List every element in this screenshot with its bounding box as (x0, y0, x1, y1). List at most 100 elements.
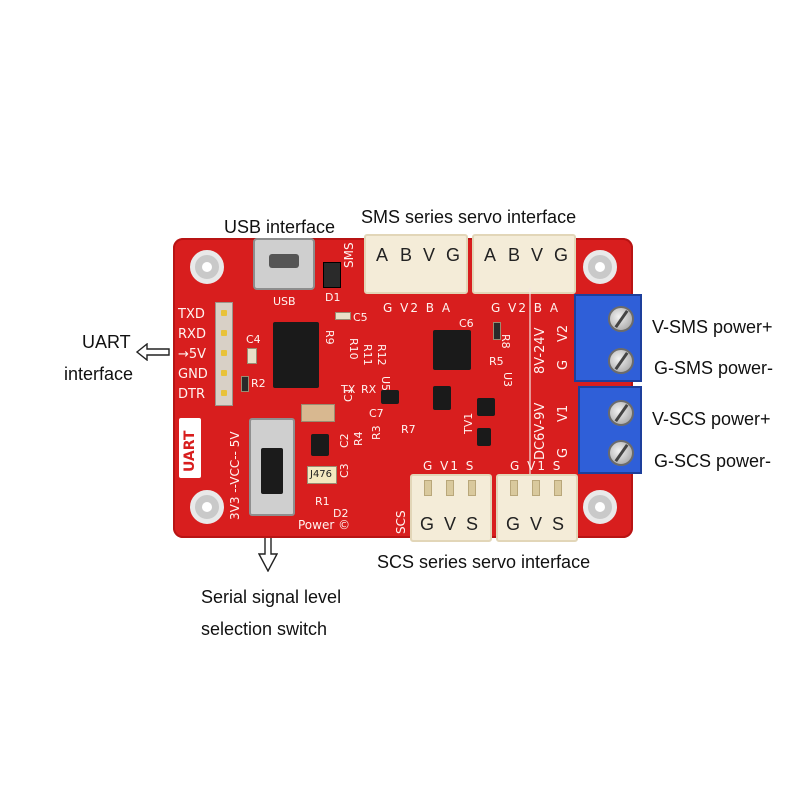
silk-r2: R2 (251, 377, 266, 390)
tvs-diode (477, 428, 491, 446)
scs-connector-1-pin-g: G (420, 514, 435, 534)
pcb-board: USB D1 A B V G A B V G SMS G V2 B A G V2… (173, 234, 633, 542)
silk-rx: RX (361, 383, 377, 396)
silk-r12: R12 (375, 344, 388, 366)
sms-connector-2-pin-v: V (531, 245, 544, 265)
sms-connector-1-pin-g: G (446, 245, 461, 265)
silk-r8: R8 (499, 334, 512, 349)
silk-c1: C1 (342, 387, 355, 402)
scs-connector-1[interactable]: G V S (410, 474, 492, 542)
silk-r7: R7 (401, 423, 416, 436)
silk-c6: C6 (459, 317, 474, 330)
silk-u3: U3 (501, 372, 514, 388)
silk-sms: SMS (342, 242, 356, 268)
silk-uart-dtr: DTR (178, 387, 205, 402)
silk-cap-code: J476 (310, 469, 333, 480)
silk-power: Power © (298, 518, 351, 532)
silk-r9: R9 (323, 330, 336, 345)
resistor-r8 (493, 322, 501, 340)
silk-d1: D1 (325, 291, 341, 304)
transistor-u-mid (433, 386, 451, 410)
silk-r10: R10 (347, 338, 360, 360)
sms-servo-interface-label: SMS series servo interface (361, 207, 577, 227)
switch-knob[interactable] (261, 448, 283, 494)
sms-connector-2[interactable]: A B V G (472, 234, 576, 294)
scs-connector-2-pin-v: V (530, 514, 543, 534)
silk-tx: TX (341, 383, 356, 396)
v-scs-power-label: V-SCS power+ (652, 409, 771, 429)
usb-serial-ic (273, 322, 319, 388)
silk-d2: D2 (333, 507, 349, 520)
silk-r11: R11 (361, 344, 374, 366)
silk-v1: V1 (556, 404, 571, 422)
transistor-u-left (381, 390, 399, 404)
sms-connector-1-pin-a: A (376, 245, 389, 265)
v-sms-power-label: V-SMS power+ (652, 317, 773, 337)
silk-scs-pins-row2: G V1 S (510, 459, 563, 473)
uart-arrow-icon (136, 343, 170, 361)
g-scs-power-label: G-SCS power- (654, 451, 772, 471)
silk-c3: C3 (338, 463, 351, 478)
silk-scs-pins-row1: G V1 S (423, 459, 476, 473)
mounting-hole-top-left (190, 250, 224, 284)
usb-interface-label: USB interface (224, 217, 336, 237)
scs-connector-1-pin-s: S (466, 514, 479, 534)
g-sms-power-label: G-SMS power- (654, 358, 774, 378)
silk-uart-gnd: GND (178, 367, 208, 382)
level-selection-switch[interactable] (249, 418, 295, 516)
scs-connector-2[interactable]: G V S (496, 474, 578, 542)
silk-v2: V2 (556, 324, 571, 342)
silk-c7: C7 (369, 407, 384, 420)
mounting-hole-bottom-right (583, 490, 617, 524)
servo-driver-ic (433, 330, 471, 370)
silk-tv1: TV1 (462, 412, 475, 434)
silk-g-bottom: G (556, 447, 571, 458)
silk-uart: UART (182, 430, 198, 472)
mounting-hole-bottom-left (190, 490, 224, 524)
uart-pin-header[interactable] (215, 302, 233, 406)
silk-g-top: G (556, 359, 571, 370)
scs-connector-1-pin-v: V (444, 514, 457, 534)
sms-connector-1[interactable]: A B V G (364, 234, 468, 294)
resistor-r2 (241, 376, 249, 392)
g-sms-screw[interactable] (608, 348, 634, 374)
transistor-u3 (477, 398, 495, 416)
mounting-hole-top-right (583, 250, 617, 284)
silk-r3: R3 (370, 425, 383, 440)
silk-sms-pins-row1: G V2 B A (383, 301, 453, 315)
silk-scs: SCS (394, 510, 408, 534)
v-scs-screw[interactable] (608, 400, 634, 426)
diode-d1 (323, 262, 341, 288)
usb-port[interactable] (253, 238, 315, 290)
voltage-divider-line (529, 288, 531, 518)
uart-interface-label-line1: UART (82, 332, 131, 352)
silk-c2: C2 (338, 433, 351, 448)
sms-connector-2-pin-b: B (508, 245, 521, 265)
silk-c5: C5 (353, 311, 368, 324)
capacitor-j476: J476 (307, 466, 337, 484)
silk-r1: R1 (315, 495, 330, 508)
scs-connector-2-pin-s: S (552, 514, 565, 534)
silk-voltage-sms: 8V-24V (533, 327, 548, 374)
silk-uart-5v: →5V (178, 347, 207, 362)
silk-uart-rxd: RXD (178, 327, 206, 342)
sms-connector-2-pin-a: A (484, 245, 497, 265)
sms-connector-2-pin-g: G (554, 245, 569, 265)
sms-connector-1-pin-b: B (400, 245, 413, 265)
silk-r4: R4 (352, 431, 365, 446)
silk-sms-pins-row2: G V2 B A (491, 301, 561, 315)
scs-power-terminal[interactable] (578, 386, 642, 474)
capacitor-c5 (335, 312, 351, 320)
g-scs-screw[interactable] (608, 440, 634, 466)
silk-r5: R5 (489, 355, 504, 368)
capacitor-c4 (247, 348, 257, 364)
silk-voltage-scs: DC6V-9V (533, 402, 548, 460)
silk-u5: U5 (379, 376, 392, 392)
sms-power-terminal[interactable] (574, 294, 642, 382)
silk-uart-txd: TXD (178, 307, 205, 322)
sms-connector-1-pin-v: V (423, 245, 436, 265)
switch-label-line2: selection switch (201, 619, 328, 639)
scs-connector-2-pin-g: G (506, 514, 521, 534)
silk-switch-label: 3V3 --VCC-- 5V (228, 431, 242, 520)
v-sms-screw[interactable] (608, 306, 634, 332)
